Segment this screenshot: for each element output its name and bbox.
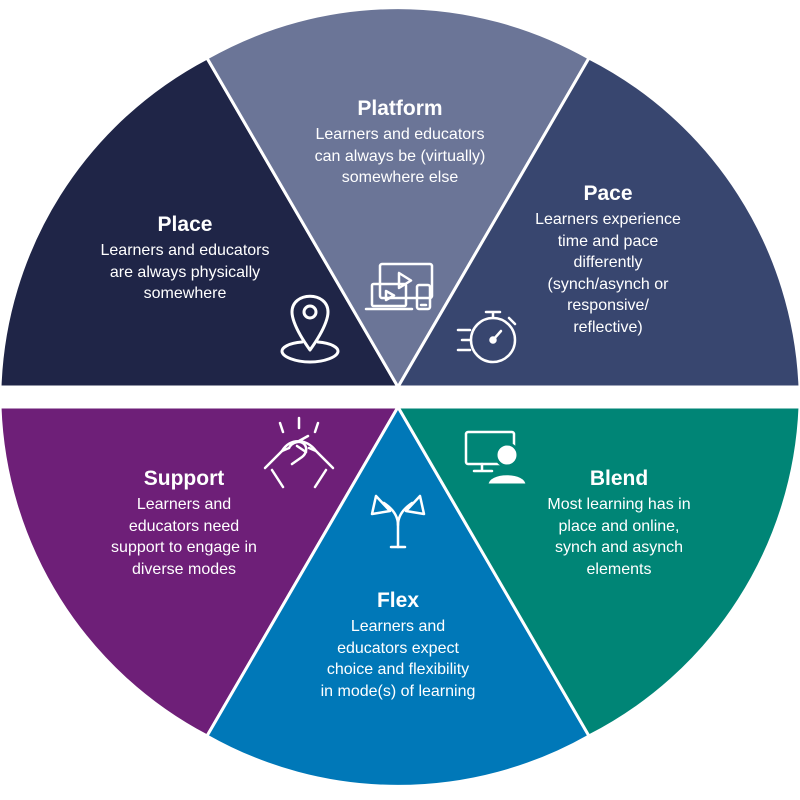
pace-line: (synch/asynch or — [547, 275, 669, 293]
blend-line: place and online, — [558, 517, 680, 535]
place-line: Learners and educators — [100, 242, 270, 259]
blend-line: synch and asynch — [554, 539, 684, 556]
platform-text: Platform Learners and educators can alwa… — [315, 97, 486, 189]
pace-line: differently — [573, 254, 643, 271]
pace-line: Learners experience — [535, 211, 681, 228]
flex-text: Flex Learners and educators expect choic… — [321, 589, 476, 702]
support-title: Support — [143, 467, 225, 490]
platform-line: Learners and educators — [315, 126, 485, 143]
segment-blend — [396, 407, 800, 738]
platform-line: somewhere else — [341, 169, 459, 186]
support-line: diverse modes — [131, 560, 237, 578]
platform-title: Platform — [357, 97, 443, 120]
flex-line: in mode(s) of learning — [320, 682, 476, 700]
segment-place — [0, 56, 400, 387]
flex-line: choice and flexibility — [326, 661, 470, 678]
blend-title: Blend — [589, 467, 649, 490]
support-line: Learners and — [136, 496, 232, 513]
pace-line: reflective) — [573, 318, 643, 336]
pace-title: Pace — [583, 182, 633, 205]
devices-icon — [364, 262, 434, 311]
blend-line: elements — [586, 560, 652, 578]
flex-line: educators expect — [337, 639, 459, 657]
computer-user-icon — [464, 430, 529, 487]
segment-platform — [204, 6, 592, 387]
place-line: somewhere — [143, 285, 227, 302]
place-line: are always physically — [109, 263, 261, 281]
flex-title: Flex — [376, 589, 420, 612]
location-pin-icon — [280, 294, 340, 364]
split-arrows-icon — [370, 494, 426, 549]
support-line: educators need — [128, 517, 240, 535]
segment-pace — [396, 56, 800, 387]
segment-support — [0, 407, 400, 738]
blend-line: Most learning has in — [547, 496, 691, 513]
place-text: Place Learners and educators are always … — [101, 213, 270, 305]
support-text: Support Learners and educators need supp… — [111, 467, 257, 580]
segment-flex — [204, 407, 592, 788]
blend-text: Blend Most learning has in place and onl… — [547, 467, 690, 580]
handshake-icon — [263, 416, 335, 489]
place-title: Place — [157, 213, 213, 236]
pace-line: responsive/ — [567, 297, 649, 314]
pace-line: time and pace — [557, 232, 659, 250]
support-line: support to engage in — [111, 539, 257, 556]
flex-line: Learners and — [350, 618, 446, 635]
stopwatch-icon — [456, 310, 517, 364]
pace-text: Pace Learners experience time and pace d… — [535, 182, 681, 338]
platform-line: can always be (virtually) — [314, 147, 486, 165]
